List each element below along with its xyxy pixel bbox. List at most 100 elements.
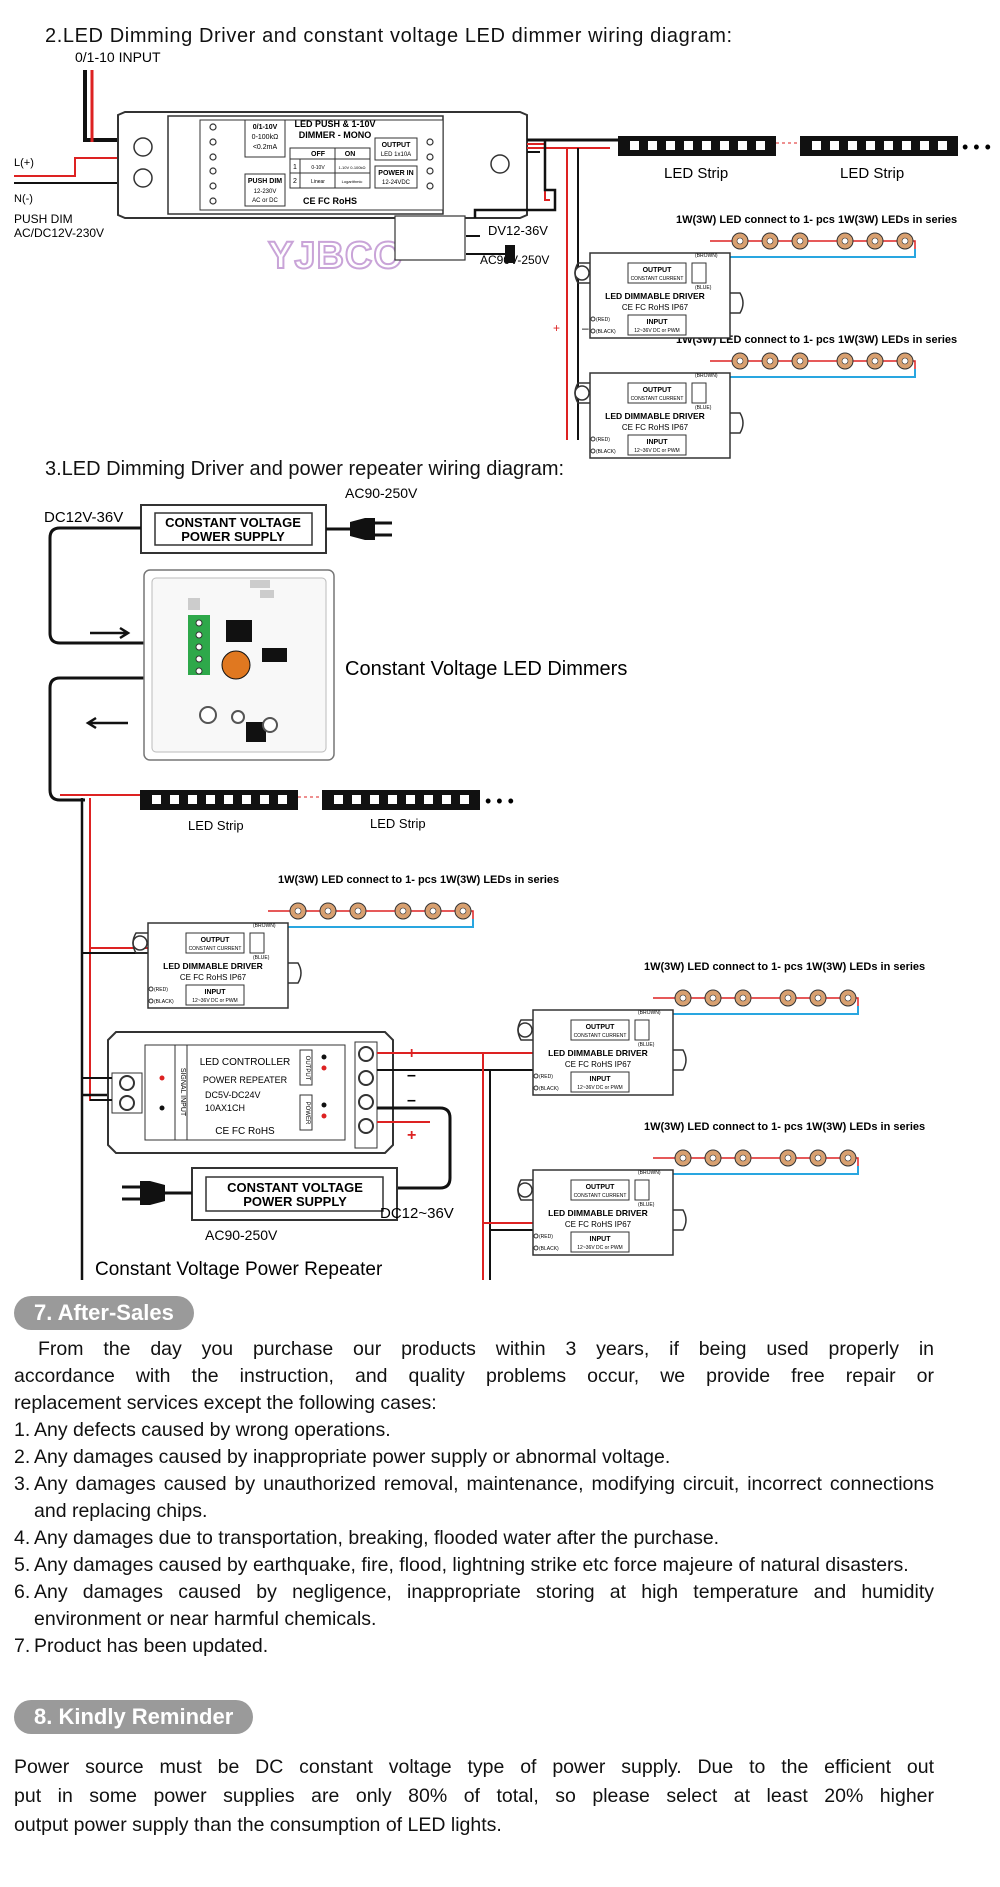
svg-text:(BLACK): (BLACK) (539, 1086, 559, 1092)
svg-text:1-10V 0-100kΩ: 1-10V 0-100kΩ (338, 165, 365, 170)
svg-text:OUTPUT: OUTPUT (201, 937, 231, 944)
svg-text:(BROWN): (BROWN) (638, 1170, 661, 1176)
push-dim-label: PUSH DIM (14, 212, 73, 226)
list-item: 2.Any damages caused by inappropriate po… (14, 1446, 671, 1468)
led-chip (896, 352, 914, 370)
svg-text:(BLUE): (BLUE) (695, 405, 712, 411)
svg-text:OUTPUT: OUTPUT (586, 1184, 616, 1191)
led-chip (866, 352, 884, 370)
n-label: N(-) (14, 193, 33, 205)
led-chip (454, 902, 472, 920)
svg-text:–: – (582, 321, 589, 335)
section3-diagram: AC90-250V DC12V-36V CONSTANT VOLTAGE POW… (44, 485, 925, 1280)
led-chip (779, 989, 797, 1007)
led-chip (866, 232, 884, 250)
svg-text:CE FC RoHS IP67: CE FC RoHS IP67 (565, 1060, 632, 1069)
push-dimmer-device: 0/1-10V 0-100kΩ <0.2mA LED PUSH & 1-10V … (117, 111, 528, 219)
list-item: 4.Any damages due to transportation, bre… (14, 1527, 720, 1549)
constant-voltage-psu-small (394, 215, 466, 261)
svg-text:LED PUSH & 1-10V: LED PUSH & 1-10V (294, 119, 375, 129)
svg-text:–: – (407, 1092, 416, 1109)
led-strip-4 (322, 790, 480, 810)
svg-text:12-230V: 12-230V (254, 189, 277, 195)
led-chip (836, 352, 854, 370)
svg-text:POWER IN: POWER IN (378, 170, 413, 177)
led-chip (809, 1149, 827, 1167)
svg-text:SIGNAL INPUT: SIGNAL INPUT (179, 1068, 186, 1117)
after-sales-list: 1.Any defects caused by wrong operations… (14, 1417, 934, 1660)
led-chip (791, 232, 809, 250)
svg-text:(RED): (RED) (596, 317, 610, 323)
svg-text:12-24VDC: 12-24VDC (382, 180, 411, 186)
led-chip (809, 989, 827, 1007)
led-chip (839, 989, 857, 1007)
section2-title: 2.LED Dimming Driver and constant voltag… (45, 25, 733, 47)
led-chip (319, 902, 337, 920)
svg-text:–: – (407, 1067, 416, 1084)
svg-text:AC90-250V: AC90-250V (345, 485, 418, 501)
svg-text:(BLACK): (BLACK) (596, 449, 616, 455)
led-chip (761, 352, 779, 370)
power-repeater-device: SIGNAL INPUT LED CONTROLLER POWER REPEAT… (107, 1031, 394, 1154)
led-chip (349, 902, 367, 920)
led-chip (704, 989, 722, 1007)
svg-text:CONSTANT CURRENT: CONSTANT CURRENT (574, 1193, 627, 1199)
svg-text:OUTPUT: OUTPUT (586, 1024, 616, 1031)
svg-text:(BLUE): (BLUE) (253, 955, 270, 961)
list-item: 5.Any damages caused by earthquake, fire… (14, 1554, 909, 1576)
svg-text:(BLUE): (BLUE) (638, 1042, 655, 1048)
dc-label: DV12-36V (488, 223, 548, 238)
list-item: 3.Any damages caused by unauthorized rem… (14, 1473, 934, 1522)
svg-text:1W(3W) LED connect to 1-: 1W(3W) LED connect to 1- pcs 1W(3W) LEDs… (644, 1121, 925, 1133)
svg-text:12~36V DC or PWM: 12~36V DC or PWM (634, 448, 679, 454)
svg-text:CE FC RoHS IP67: CE FC RoHS IP67 (622, 303, 689, 312)
svg-text:CE FC RoHS IP67: CE FC RoHS IP67 (622, 423, 689, 432)
svg-text:12~36V DC or PWM: 12~36V DC or PWM (634, 328, 679, 334)
svg-text:(RED): (RED) (539, 1074, 553, 1080)
led-chip (791, 352, 809, 370)
svg-text:LED Strip: LED Strip (188, 818, 244, 833)
constant-voltage-led-dimmer (143, 569, 335, 761)
input-label: 0/1-10 INPUT (75, 49, 161, 65)
svg-text:CONSTANT CURRENT: CONSTANT CURRENT (631, 276, 684, 282)
svg-text:PUSH DIM: PUSH DIM (248, 178, 282, 185)
led-strip-1 (618, 136, 776, 156)
svg-text:LED DIMMABLE DRIVER: LED DIMMABLE DRIVER (605, 411, 705, 421)
svg-text:(BLACK): (BLACK) (154, 999, 174, 1005)
svg-text:+: + (407, 1127, 416, 1144)
led-chip (704, 1149, 722, 1167)
svg-text:Constant Voltage Power Repeate: Constant Voltage Power Repeater (95, 1259, 383, 1280)
section2-diagram: 0/1-10 INPUT L(+) N(-) PUSH DIM AC/DC12V… (14, 49, 991, 440)
svg-text:LED CONTROLLER: LED CONTROLLER (200, 1057, 291, 1068)
svg-text:12~36V DC or PWM: 12~36V DC or PWM (577, 1085, 622, 1091)
led-chip (734, 989, 752, 1007)
svg-text:LED 1x10A: LED 1x10A (381, 152, 411, 158)
led-chip (734, 1149, 752, 1167)
svg-text:DC12~36V: DC12~36V (380, 1205, 454, 1222)
svg-text:LED DIMMABLE DRIVER: LED DIMMABLE DRIVER (548, 1208, 648, 1218)
svg-text:0-10V: 0-10V (311, 165, 325, 171)
svg-text:OUTPUT: OUTPUT (643, 387, 673, 394)
svg-text:(BLACK): (BLACK) (539, 1246, 559, 1252)
svg-text:CE FC RoHS IP67: CE FC RoHS IP67 (565, 1220, 632, 1229)
svg-text:INPUT: INPUT (647, 439, 669, 446)
svg-text:CE FC RoHS IP67: CE FC RoHS IP67 (180, 973, 247, 982)
svg-text:(RED): (RED) (596, 437, 610, 443)
brand-logo: YJBCO (268, 235, 404, 277)
svg-text:CE FC RoHS: CE FC RoHS (215, 1126, 275, 1137)
ac-dc-label: AC/DC12V-230V (14, 226, 104, 240)
svg-text:(BROWN): (BROWN) (638, 1010, 661, 1016)
svg-text:2: 2 (293, 178, 297, 185)
svg-text:INPUT: INPUT (590, 1236, 612, 1243)
svg-text:(BROWN): (BROWN) (253, 923, 276, 929)
svg-text:12~36V DC or PWM: 12~36V DC or PWM (577, 1245, 622, 1251)
svg-text:CONSTANT CURRENT: CONSTANT CURRENT (189, 946, 242, 952)
led-chip (289, 902, 307, 920)
led-chip (761, 232, 779, 250)
list-item: 1.Any defects caused by wrong operations… (14, 1419, 391, 1441)
led-chip (731, 232, 749, 250)
l-label: L(+) (14, 157, 34, 169)
